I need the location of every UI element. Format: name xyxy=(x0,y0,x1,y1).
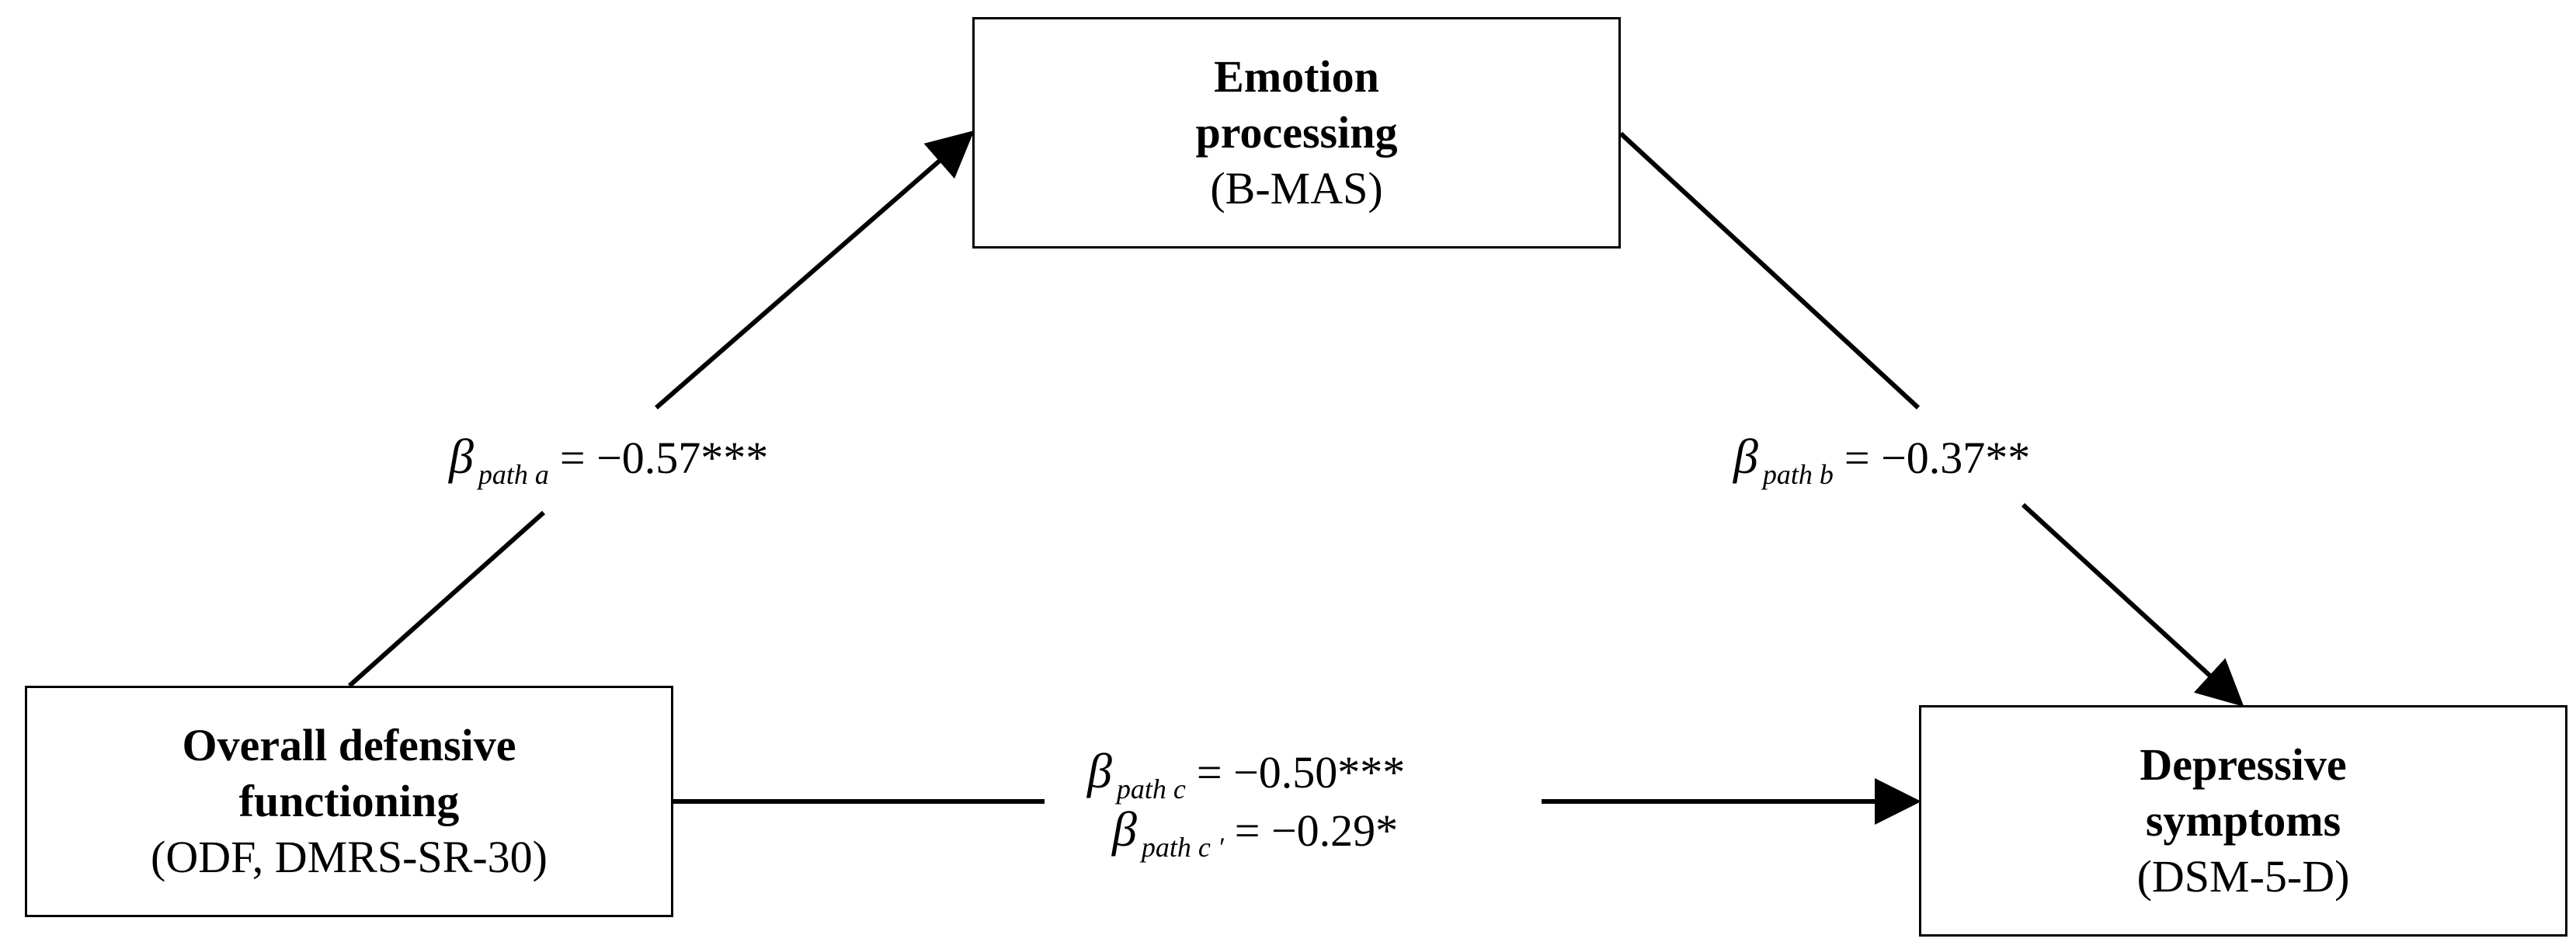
path-a-line-lower xyxy=(348,510,545,688)
outcome-subtitle: (DSM-5-D) xyxy=(2136,851,2350,902)
path-b-beta-symbol: β xyxy=(1733,429,1758,484)
path-c-value: = −0.50*** xyxy=(1196,747,1406,798)
outcome-box: Depressive symptoms (DSM-5-D) xyxy=(1919,705,2567,937)
outcome-title: Depressive symptoms xyxy=(2140,739,2347,846)
predictor-box: Overall defensive functioning (ODF, DMRS… xyxy=(25,686,673,917)
path-c-subscript: path c xyxy=(1116,773,1186,805)
path-c-prime-subscript: path c ′ xyxy=(1141,832,1224,863)
mediator-subtitle: (B-MAS) xyxy=(1210,163,1383,214)
path-a-arrow xyxy=(655,130,975,410)
path-a-beta-symbol: β xyxy=(449,429,474,484)
path-b-value: = −0.37** xyxy=(1844,433,2031,483)
path-b-line-upper xyxy=(1618,131,1921,410)
predictor-title: Overall defensive functioning xyxy=(182,720,516,826)
path-b-arrow xyxy=(2021,502,2244,707)
path-a-value: = −0.57*** xyxy=(559,433,769,483)
path-b-subscript: path b xyxy=(1762,459,1834,490)
mediator-box: Emotion processing (B-MAS) xyxy=(972,17,1621,249)
path-c-prime-beta-symbol: β xyxy=(1112,801,1137,857)
predictor-subtitle: (ODF, DMRS-SR-30) xyxy=(151,832,548,882)
path-a-subscript: path a xyxy=(478,459,549,490)
path-c-prime-value: = −0.29* xyxy=(1234,805,1399,856)
path-c-beta-symbol: β xyxy=(1087,743,1112,798)
mediator-title: Emotion processing xyxy=(1195,51,1398,158)
